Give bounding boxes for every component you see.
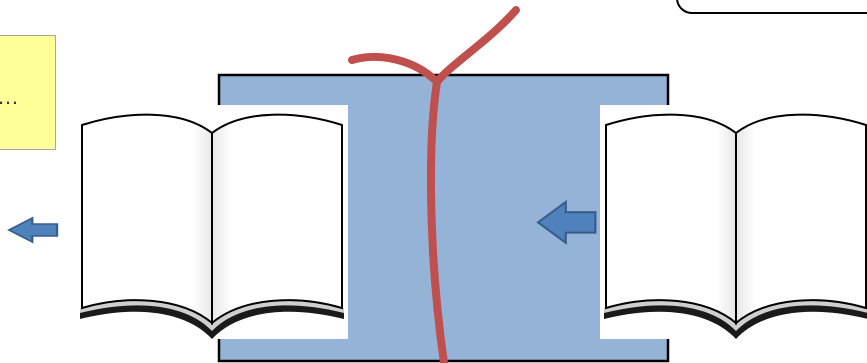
callout-box: [676, 0, 867, 14]
ribbon-bookmark: [348, 6, 520, 363]
note-text: …: [0, 84, 20, 110]
arrow-left-icon: [7, 216, 59, 244]
open-book-icon: [75, 104, 349, 340]
yellow-sticky-note: …: [0, 35, 56, 150]
open-book-icon: [599, 104, 867, 340]
